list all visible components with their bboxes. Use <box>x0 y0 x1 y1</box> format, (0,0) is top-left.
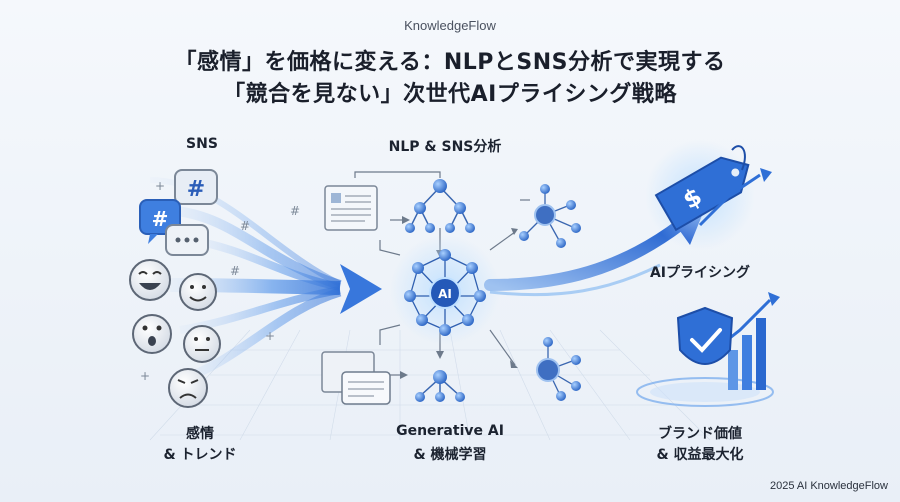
svg-text:#: # <box>240 219 250 233</box>
caption-mid-line2: & 機械学習 <box>413 447 487 463</box>
shield-growth-icon <box>636 292 780 407</box>
svg-text:#: # <box>152 207 169 231</box>
svg-text:+: + <box>140 369 150 383</box>
tree-network-icon <box>405 179 475 233</box>
svg-text:+: + <box>265 329 275 343</box>
cluster-network-icon-bottom <box>536 337 581 401</box>
angry-face-icon <box>168 368 208 408</box>
page-title-line2: 「競合を見ない」次世代AIプライシング戦略 <box>223 82 677 107</box>
cluster-network-icon-top <box>519 184 581 248</box>
caption-left-line2: & トレンド <box>163 447 237 463</box>
sparkle-marks: + # # # + + <box>140 179 300 383</box>
svg-text:#: # <box>230 264 240 278</box>
column-label-ai-pricing: AIプライシング <box>649 265 751 281</box>
document-icon <box>324 185 378 231</box>
price-tag-icon: $ <box>645 140 772 250</box>
message-stack-icon <box>321 351 391 405</box>
svg-text:#: # <box>290 204 300 218</box>
bottom-tree-network-icon <box>415 370 465 402</box>
surprised-face-icon <box>132 314 172 354</box>
page-title-line1: 「感情」を価格に変える：NLPとSNS分析で実現する <box>174 50 726 75</box>
caption-mid-line1: Generative AI <box>396 423 504 439</box>
laughing-face-icon <box>129 259 171 301</box>
smiling-face-icon <box>179 273 217 311</box>
main-flow-arrow-head <box>340 264 382 314</box>
ai-core-network-icon: AI <box>390 235 500 345</box>
column-label-sns: SNS <box>186 136 218 152</box>
svg-text:#: # <box>187 177 205 202</box>
footer-copyright: 2025 AI KnowledgeFlow <box>769 480 888 492</box>
caption-right-line2: & 収益最大化 <box>656 447 744 463</box>
chat-bubble-icon <box>165 224 209 256</box>
neutral-face-icon <box>183 325 221 363</box>
column-label-nlp: NLP & SNS分析 <box>388 139 502 155</box>
hashtag-bubble-icon: # <box>174 169 218 205</box>
caption-right-line1: ブランド価値 <box>658 426 742 442</box>
svg-text:AI: AI <box>438 287 452 301</box>
brand-name: KnowledgeFlow <box>404 18 496 33</box>
caption-left-line1: 感情 <box>186 426 214 442</box>
svg-text:+: + <box>155 179 165 193</box>
